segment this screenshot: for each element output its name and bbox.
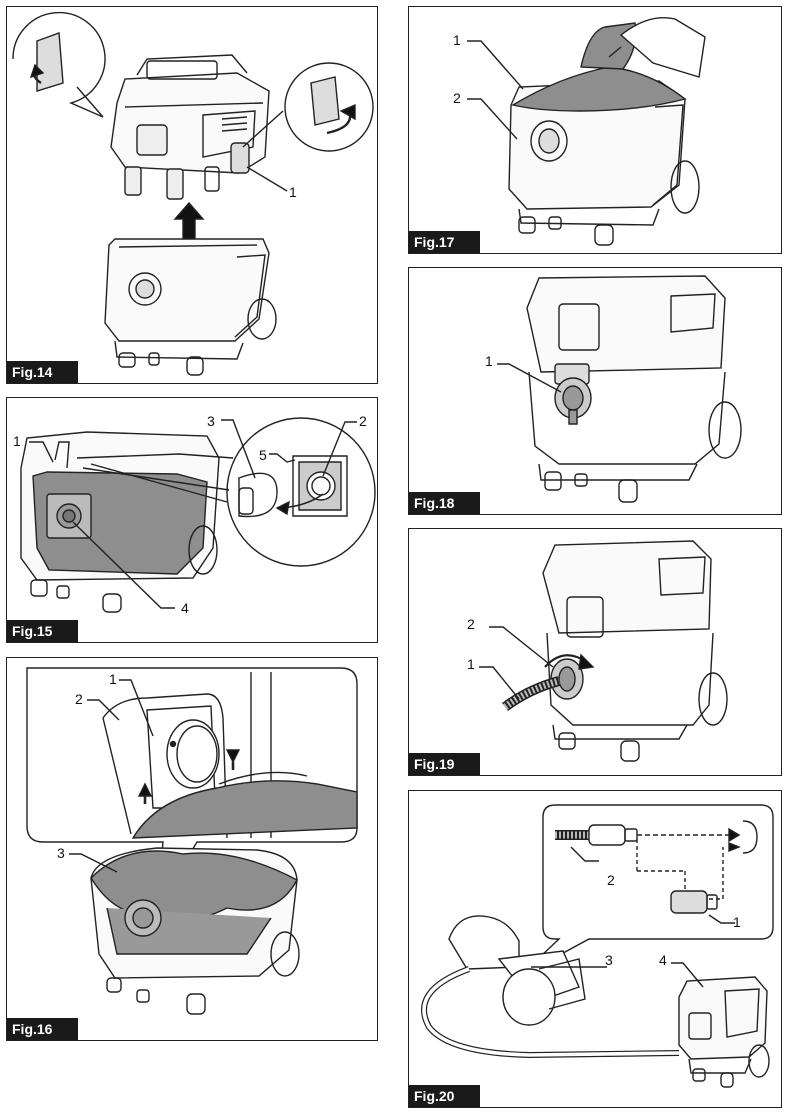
callout-1: 1 — [109, 671, 117, 687]
figure-18-panel: 1 Fig.18 — [408, 267, 782, 515]
figure-15-illustration — [7, 398, 378, 643]
figure-label: Fig.18 — [409, 492, 481, 514]
figure-label: Fig.14 — [7, 361, 79, 383]
figure-17-panel: 1 2 Fig.17 — [408, 6, 782, 254]
figure-16-illustration — [7, 658, 378, 1041]
callout-1: 1 — [733, 914, 741, 930]
callout-2: 2 — [467, 616, 475, 632]
figure-19-illustration — [409, 529, 782, 776]
callout-2: 2 — [607, 872, 615, 888]
callout-2: 2 — [75, 691, 83, 707]
callout-1: 1 — [467, 656, 475, 672]
figure-14-illustration — [7, 7, 378, 384]
figure-20-illustration — [409, 791, 782, 1108]
figure-label: Fig.19 — [409, 753, 481, 775]
callout-1: 1 — [13, 433, 21, 449]
figure-20-panel: 2 1 3 4 Fig.20 — [408, 790, 782, 1108]
callout-3: 3 — [207, 413, 215, 429]
figure-18-illustration — [409, 268, 782, 515]
figure-label: Fig.17 — [409, 231, 481, 253]
callout-2: 2 — [453, 90, 461, 106]
callout-4: 4 — [181, 600, 189, 616]
callout-1: 1 — [289, 184, 297, 200]
figure-14-panel: 1 Fig.14 — [6, 6, 378, 384]
callout-2: 2 — [359, 413, 367, 429]
callout-5: 5 — [259, 447, 267, 463]
figure-16-panel: 1 2 3 Fig.16 — [6, 657, 378, 1041]
figure-17-illustration — [409, 7, 782, 254]
callout-3: 3 — [57, 845, 65, 861]
figure-label: Fig.15 — [7, 620, 79, 642]
figure-label: Fig.20 — [409, 1085, 481, 1107]
figure-label: Fig.16 — [7, 1018, 79, 1040]
callout-1: 1 — [485, 353, 493, 369]
callout-1: 1 — [453, 32, 461, 48]
callout-3: 3 — [605, 952, 613, 968]
callout-4: 4 — [659, 952, 667, 968]
figure-15-panel: 1 2 3 5 4 Fig.15 — [6, 397, 378, 643]
figure-19-panel: 2 1 Fig.19 — [408, 528, 782, 776]
